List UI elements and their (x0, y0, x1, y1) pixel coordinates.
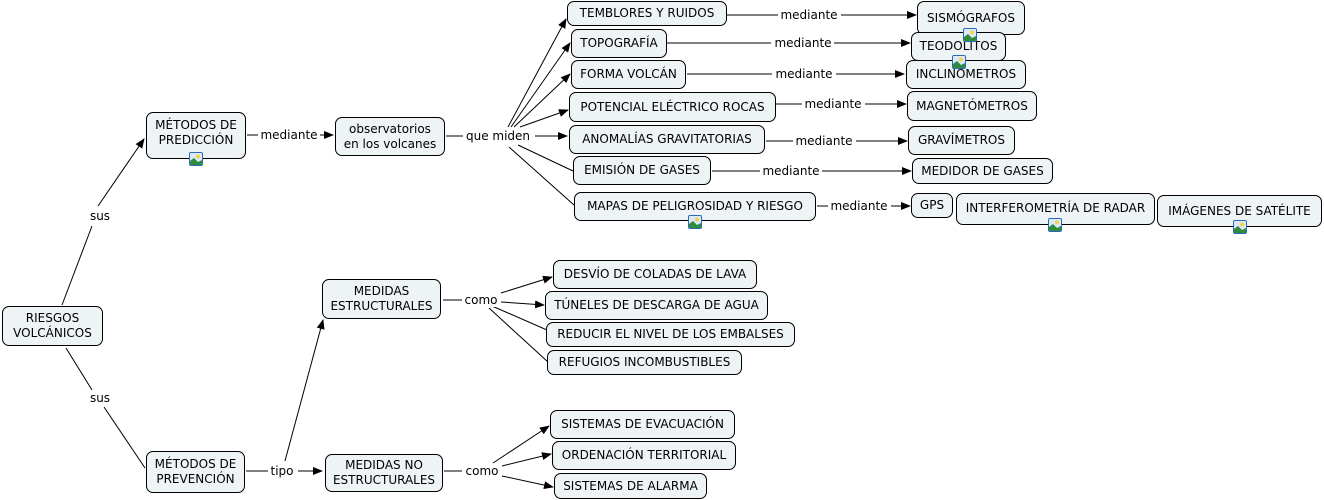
link-label-tipo: tipo (268, 464, 296, 478)
edge (97, 138, 145, 207)
link-label-mediante: mediante (793, 134, 855, 148)
link-label-que-miden: que miden (463, 129, 533, 143)
node-desvio-coladas[interactable]: DESVÍO DE COLADAS DE LAVA (553, 260, 757, 289)
edge (513, 73, 571, 128)
node-inclinometros[interactable]: INCLINÓMETROS (906, 60, 1026, 89)
node-potencial-electrico[interactable]: POTENCIAL ELÉCTRICO ROCAS (569, 92, 776, 122)
node-medidas-estructurales[interactable]: MEDIDAS ESTRUCTURALES (322, 279, 441, 319)
node-anomalias[interactable]: ANOMALÍAS GRAVITATORIAS (569, 125, 765, 154)
node-metodos-prediccion[interactable]: MÉTODOS DE PREDICCIÓN (146, 112, 246, 159)
link-label-como: como (463, 464, 501, 478)
link-label-mediante: mediante (778, 8, 840, 22)
node-forma-volcan[interactable]: FORMA VOLCÁN (571, 60, 686, 89)
image-attachment-icon[interactable] (1233, 220, 1247, 234)
edge (491, 305, 548, 331)
node-reducir-embalses[interactable]: REDUCIR EL NIVEL DE LOS EMBALSES (546, 322, 795, 347)
node-observatorios[interactable]: observatorios en los volcanes (335, 117, 445, 156)
link-label-como: como (462, 293, 500, 307)
node-tuneles[interactable]: TÚNELES DE DESCARGA DE AGUA (545, 291, 768, 320)
edge (492, 425, 550, 464)
edge (501, 452, 552, 467)
node-medidor-gases[interactable]: MEDIDOR DE GASES (912, 158, 1053, 184)
node-topografia[interactable]: TOPOGRAFÍA (571, 29, 667, 58)
node-alarma[interactable]: SISTEMAS DE ALARMA (554, 473, 707, 499)
link-label-mediante: mediante (772, 36, 834, 50)
link-label-mediante: mediante (773, 67, 835, 81)
edge (517, 144, 574, 172)
link-label-mediante: mediante (802, 97, 864, 111)
edge (488, 307, 549, 363)
image-attachment-icon[interactable] (189, 152, 203, 166)
edge (519, 109, 569, 128)
link-label-mediante: mediante (258, 128, 320, 142)
image-attachment-icon[interactable] (952, 55, 966, 69)
node-evacuacion[interactable]: SISTEMAS DE EVACUACIÓN (550, 410, 735, 439)
edge (510, 42, 571, 128)
link-label-sus: sus (87, 391, 113, 405)
node-metodos-prevencion[interactable]: MÉTODOS DE PREVENCIÓN (146, 451, 245, 493)
edge (103, 406, 146, 469)
link-label-sus: sus (87, 209, 113, 223)
node-sismografos[interactable]: SISMÓGRAFOS (917, 1, 1025, 35)
edge (284, 319, 325, 462)
edge (65, 347, 93, 391)
edge (501, 475, 554, 490)
node-temblores[interactable]: TEMBLORES Y RUIDOS (567, 1, 727, 26)
node-riesgos-volcanicos[interactable]: RIESGOS VOLCÁNICOS (2, 306, 103, 346)
node-refugios[interactable]: REFUGIOS INCOMBUSTIBLES (547, 350, 742, 375)
edge (508, 146, 575, 206)
edge (507, 18, 567, 128)
edge (500, 275, 553, 294)
edge (61, 225, 93, 306)
node-emision-gases[interactable]: EMISIÓN DE GASES (573, 156, 711, 185)
link-label-mediante: mediante (828, 199, 890, 213)
image-attachment-icon[interactable] (1048, 218, 1062, 232)
image-attachment-icon[interactable] (963, 28, 977, 42)
image-attachment-icon[interactable] (688, 215, 702, 229)
node-magnetometros[interactable]: MAGNETÓMETROS (907, 91, 1037, 121)
edge (500, 300, 545, 309)
node-ordenacion[interactable]: ORDENACIÓN TERRITORIAL (552, 441, 736, 470)
node-medidas-no-estructurales[interactable]: MEDIDAS NO ESTRUCTURALES (325, 454, 443, 492)
link-label-mediante: mediante (760, 164, 822, 178)
node-gps[interactable]: GPS (911, 193, 953, 218)
node-gravimetros[interactable]: GRAVÍMETROS (908, 126, 1015, 155)
